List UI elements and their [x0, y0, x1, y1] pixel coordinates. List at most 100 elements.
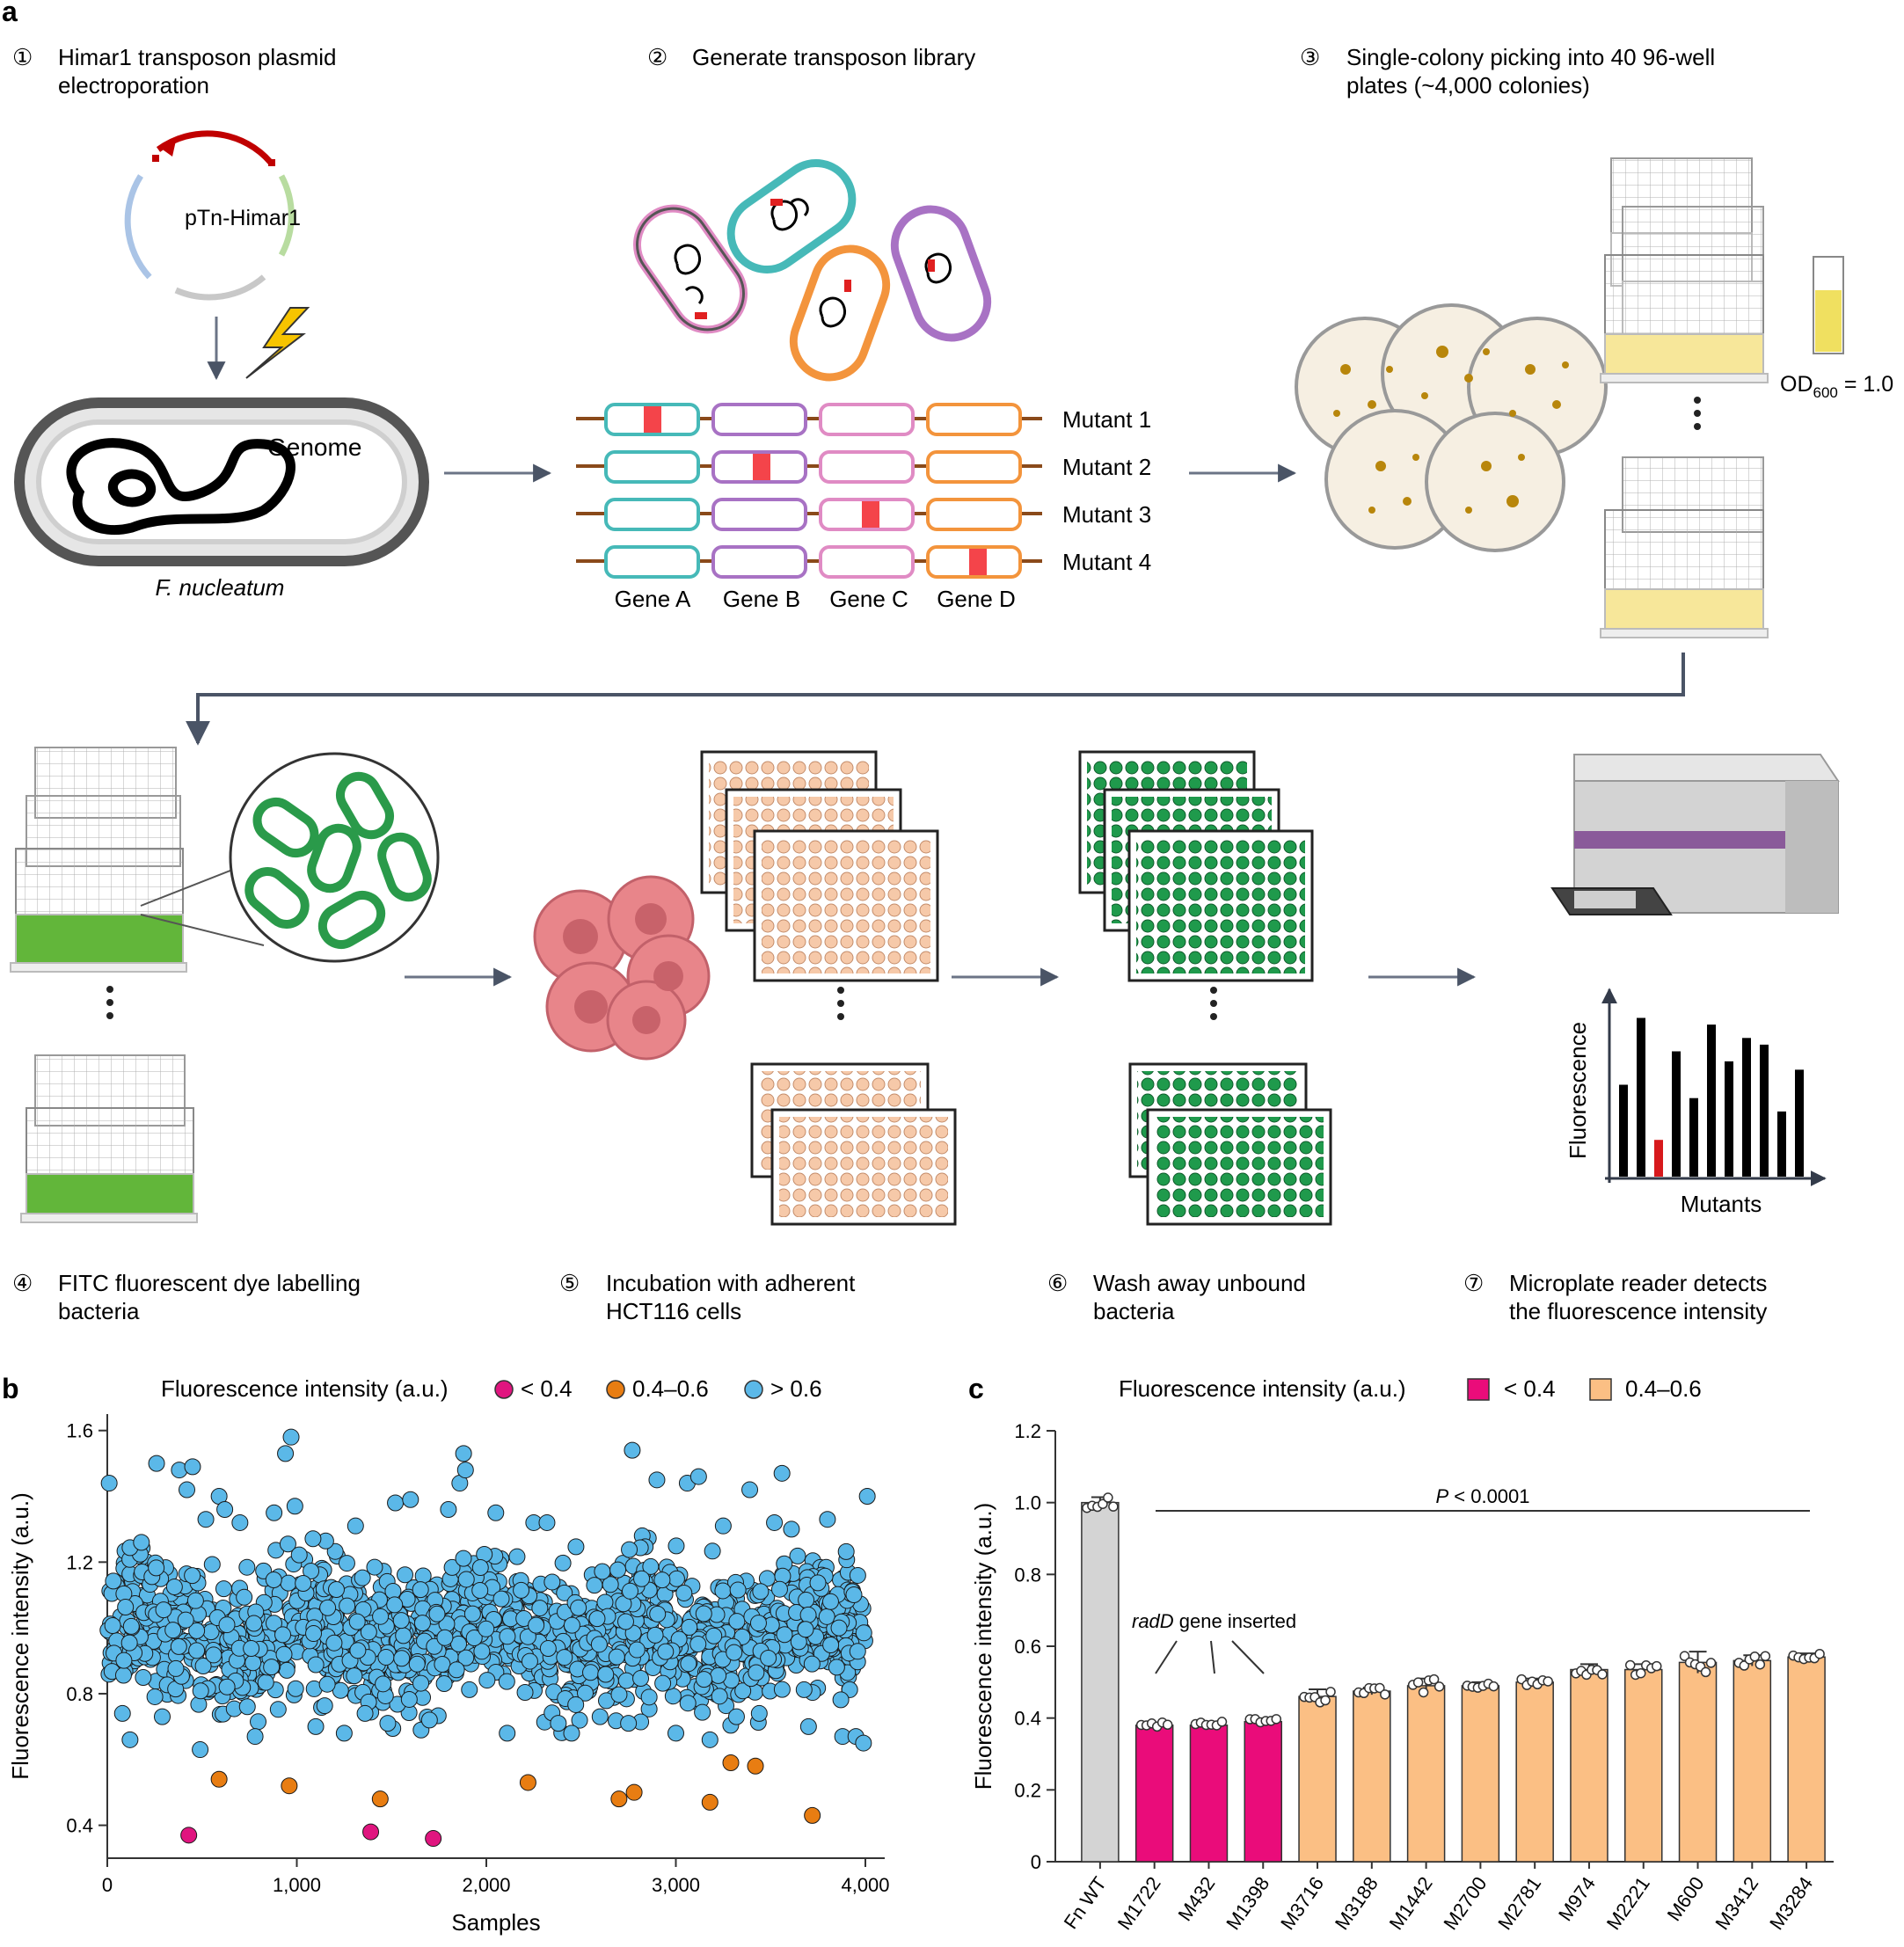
data-point — [346, 1667, 363, 1685]
radd-pointer-1 — [1155, 1640, 1178, 1674]
data-point — [563, 1616, 580, 1634]
panel-a: a ① Himar1 transposon plasmid electropor… — [2, 0, 1893, 1324]
data-point — [571, 1711, 588, 1729]
mini-bar-chart: Fluorescence Mutants — [1565, 988, 1827, 1217]
legend-label-low: < 0.4 — [1504, 1375, 1556, 1402]
data-point — [148, 1455, 165, 1472]
data-point — [287, 1680, 304, 1697]
data-point — [286, 1498, 303, 1515]
x-tick-label: M600 — [1663, 1873, 1709, 1925]
data-point — [783, 1520, 800, 1538]
x-tick-label: M2221 — [1602, 1873, 1654, 1934]
data-point — [591, 1708, 609, 1725]
mini-bar — [1654, 1140, 1663, 1177]
bar — [1244, 1721, 1282, 1863]
data-point — [153, 1708, 171, 1725]
data-point — [640, 1688, 658, 1706]
data-point — [554, 1554, 572, 1571]
x-tick-label: M2781 — [1493, 1873, 1545, 1934]
data-point — [766, 1513, 784, 1531]
data-point — [809, 1574, 827, 1592]
data-point — [400, 1690, 418, 1708]
replicate-dot — [1325, 1687, 1336, 1697]
data-point — [303, 1563, 320, 1580]
radd-gene-name: radD — [1132, 1610, 1174, 1632]
x-tick-label: M1722 — [1113, 1873, 1165, 1934]
data-point — [711, 1688, 728, 1705]
replicate-dot — [1488, 1681, 1499, 1692]
legend-label-high: > 0.6 — [770, 1375, 822, 1402]
replicate-dot — [1636, 1667, 1646, 1679]
data-point — [457, 1571, 475, 1588]
legend-label-low: < 0.4 — [521, 1375, 573, 1402]
step-4-caption: ④ FITC fluorescent dye labelling bacteri… — [12, 1270, 361, 1324]
data-point — [434, 1655, 451, 1673]
mini-bar — [1795, 1069, 1804, 1177]
data-point — [610, 1686, 628, 1703]
data-point — [653, 1571, 671, 1589]
step-7-caption: ⑦ Microplate reader detects the fluoresc… — [1463, 1270, 1767, 1324]
data-point — [265, 1615, 282, 1632]
data-point — [620, 1715, 638, 1732]
step-7-number: ⑦ — [1463, 1270, 1484, 1296]
connector-arrow — [186, 653, 1685, 746]
data-point — [633, 1570, 651, 1587]
plasmid-diagram: pTn-Himar1 — [124, 130, 301, 301]
data-point — [455, 1445, 472, 1462]
replicate-dot — [1597, 1669, 1608, 1680]
data-point — [667, 1537, 685, 1555]
data-point — [387, 1494, 405, 1512]
data-point — [170, 1637, 187, 1655]
data-point — [218, 1616, 236, 1634]
data-point — [205, 1646, 222, 1664]
microplate-reader — [1550, 754, 1840, 915]
data-point — [748, 1664, 765, 1681]
data-point — [664, 1688, 682, 1705]
replicate-dot — [1749, 1651, 1761, 1662]
data-point — [192, 1682, 209, 1700]
step-7-line1: Microplate reader detects — [1509, 1270, 1767, 1296]
data-point — [680, 1655, 697, 1673]
replicate-dot — [1625, 1659, 1636, 1671]
data-point — [722, 1754, 740, 1772]
mini-bar — [1689, 1097, 1698, 1177]
data-point — [319, 1599, 337, 1616]
data-point — [165, 1579, 183, 1596]
step-4-line2: bacteria — [58, 1298, 140, 1324]
data-point — [395, 1627, 412, 1644]
data-point — [705, 1627, 723, 1644]
data-point — [773, 1464, 791, 1482]
mutant-gene-tracks: Mutant 1 Mutant 2 Mutant 3 — [576, 403, 1151, 612]
bar — [1787, 1656, 1826, 1863]
data-point — [667, 1725, 684, 1742]
data-point — [379, 1715, 397, 1732]
data-point — [624, 1624, 642, 1642]
data-point — [776, 1626, 793, 1644]
data-point — [440, 1500, 457, 1518]
data-point — [819, 1511, 836, 1528]
data-point — [499, 1628, 516, 1645]
data-point — [508, 1548, 526, 1565]
data-point — [115, 1652, 133, 1669]
data-point — [436, 1629, 454, 1646]
data-point — [657, 1643, 675, 1660]
data-point — [570, 1599, 587, 1616]
data-point — [543, 1573, 561, 1591]
data-point — [538, 1513, 556, 1531]
data-point — [642, 1557, 660, 1575]
data-point — [516, 1683, 534, 1701]
data-point — [681, 1618, 698, 1636]
track-2: Mutant 2 — [576, 450, 1151, 484]
data-point — [280, 1574, 297, 1592]
legend-swatch-low — [494, 1380, 514, 1399]
x-tick-label: 0 — [102, 1874, 113, 1896]
genome-label: Genome — [267, 434, 361, 461]
replicate-dot — [1375, 1682, 1385, 1694]
data-point — [265, 1571, 282, 1589]
data-point — [420, 1711, 438, 1729]
data-point — [797, 1621, 814, 1638]
bar — [1515, 1681, 1554, 1863]
radd-annotation: radD gene inserted — [1132, 1610, 1296, 1632]
